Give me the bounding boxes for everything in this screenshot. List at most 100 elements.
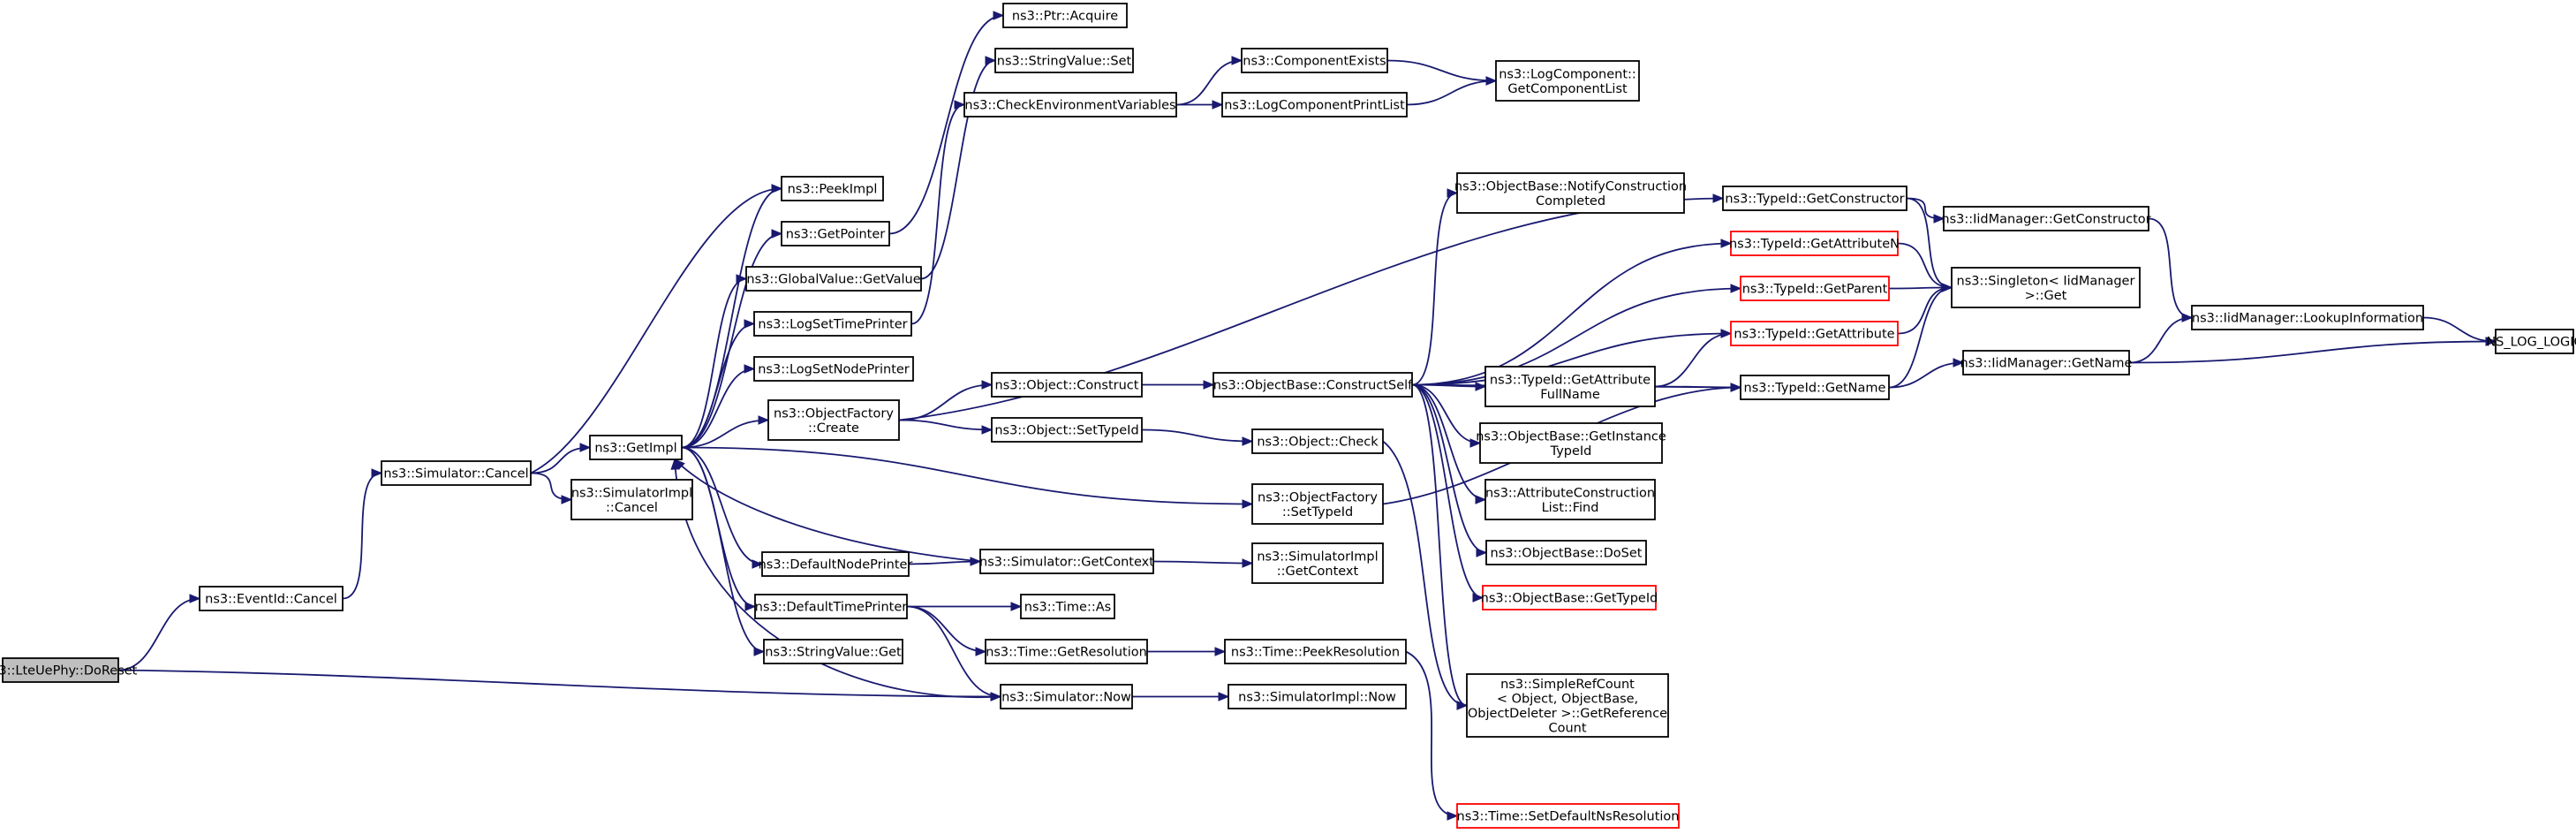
edge-objectbase-constructself-to-objectbase-notifyconstruction — [1411, 188, 1459, 386]
node-ptr-acquire[interactable]: ns3::Ptr::Acquire — [1002, 3, 1128, 28]
node-simulator-getcontext[interactable]: ns3::Simulator::GetContext — [979, 549, 1154, 574]
node-box — [994, 48, 1134, 73]
node-getimpl[interactable]: ns3::GetImpl — [589, 435, 683, 460]
edge-objectfactory-create-to-object-settypeid — [898, 419, 993, 435]
node-box — [1221, 92, 1408, 118]
node-getpointer[interactable]: ns3::GetPointer — [781, 221, 890, 246]
node-label: List::Find — [1542, 501, 1599, 515]
node-label: ns3::ObjectBase::GetTypeId — [1481, 592, 1658, 606]
node-simulator-cancel[interactable]: ns3::Simulator::Cancel — [381, 460, 532, 486]
node-iidmanager-lookupinformation[interactable]: ns3::IidManager::LookupInformation — [2191, 305, 2424, 330]
node-eventid-cancel[interactable]: ns3::EventId::Cancel — [199, 586, 344, 611]
node-objectfactory-create[interactable]: ns3::ObjectFactory::Create — [767, 399, 900, 441]
edge-object-construct-to-objectbase-constructself — [1141, 380, 1215, 390]
node-box — [2191, 305, 2424, 330]
node-box — [1212, 372, 1413, 398]
node-objectfactory-settypeid[interactable]: ns3::ObjectFactory::SetTypeId — [1251, 483, 1384, 525]
node-typeid-getconstructor[interactable]: ns3::TypeId::GetConstructor — [1722, 186, 1907, 211]
node-peekimpl[interactable]: ns3::PeekImpl — [781, 176, 884, 201]
node-objectbase-notifyconstruction[interactable]: ns3::ObjectBase::NotifyConstructionCompl… — [1454, 172, 1687, 214]
node-simulatorimpl-cancel[interactable]: ns3::SimulatorImpl::Cancel — [570, 479, 693, 520]
node-box — [1495, 60, 1640, 102]
node-label: ns3::Time::GetResolution — [986, 646, 1147, 660]
node-label: ns3::TypeId::GetAttribute — [1490, 373, 1651, 387]
edge-simulator-getcontext-to-simulatorimpl-getcontext — [1152, 558, 1254, 568]
node-box — [1251, 542, 1384, 584]
node-ns-log-logic[interactable]: NS_LOG_LOGIC — [2486, 329, 2576, 354]
node-checkenv[interactable]: ns3::CheckEnvironmentVariables — [963, 92, 1177, 118]
node-globalvalue-getvalue[interactable]: ns3::GlobalValue::GetValue — [745, 266, 922, 292]
edge-objectbase-constructself-to-objectbase-getinstancetypeid — [1411, 383, 1482, 448]
node-object-construct[interactable]: ns3::Object::Construct — [991, 372, 1143, 398]
node-typeid-getparent[interactable]: ns3::TypeId::GetParent — [1740, 276, 1890, 301]
node-label: ::SetTypeId — [1282, 505, 1353, 519]
node-box — [1740, 375, 1890, 400]
node-time-setdefaultnsresolution[interactable]: ns3::Time::SetDefaultNsResolution — [1456, 803, 1680, 829]
node-box — [763, 639, 903, 664]
node-label: NS_LOG_LOGIC — [2486, 336, 2576, 350]
node-stringvalue-get[interactable]: ns3::StringValue::Get — [763, 639, 903, 664]
edge-getimpl-to-objectfactory-create — [681, 415, 770, 449]
node-logsetnodeprinter[interactable]: ns3::LogSetNodePrinter — [753, 356, 914, 382]
edge-defaultnodeprinter-to-simulator-getcontext — [908, 557, 982, 566]
node-simulatorimpl-now[interactable]: ns3::SimulatorImpl::Now — [1228, 684, 1407, 709]
node-logsettimeprinter[interactable]: ns3::LogSetTimePrinter — [753, 311, 912, 337]
node-defaulttimeprinter[interactable]: ns3::DefaultTimePrinter — [754, 594, 908, 619]
node-defaultnodeprinter[interactable]: ns3::DefaultNodePrinter — [759, 551, 913, 577]
node-stringvalue-set[interactable]: ns3::StringValue::Set — [994, 48, 1134, 73]
node-simulator-now[interactable]: ns3::Simulator::Now — [1000, 684, 1133, 709]
node-singleton-get[interactable]: ns3::Singleton< IidManager >::Get — [1951, 267, 2141, 308]
node-box — [1482, 585, 1657, 610]
node-simplerefcount[interactable]: ns3::SimpleRefCount< Object, ObjectBase,… — [1466, 673, 1669, 738]
node-typeid-getattribute[interactable]: ns3::TypeId::GetAttribute — [1730, 321, 1899, 346]
edge-lteuephy-doreset-to-simulator-now — [117, 669, 1002, 701]
edge-simulator-getcontext-to-getimpl — [674, 459, 981, 563]
node-object-settypeid[interactable]: ns3::Object::SetTypeId — [991, 417, 1143, 443]
node-time-peekresolution[interactable]: ns3::Time::PeekResolution — [1224, 639, 1407, 664]
node-box — [1002, 3, 1128, 28]
node-label: ns3::SimulatorImpl — [571, 486, 692, 500]
edge-defaulttimeprinter-to-time-as — [907, 602, 1023, 611]
edge-eventid-cancel-to-simulator-cancel — [342, 468, 383, 600]
node-objectbase-gettypeid[interactable]: ns3::ObjectBase::GetTypeId — [1481, 585, 1658, 610]
node-logcomponentprintlist[interactable]: ns3::LogComponentPrintList — [1221, 92, 1408, 118]
node-time-as[interactable]: ns3::Time::As — [1020, 594, 1115, 619]
edge-objectbase-constructself-to-objectbase-doset — [1411, 383, 1488, 557]
node-label: TypeId — [1550, 444, 1592, 459]
node-box — [963, 92, 1177, 118]
node-object-check[interactable]: ns3::Object::Check — [1251, 428, 1384, 454]
node-objectbase-doset[interactable]: ns3::ObjectBase::DoSet — [1485, 540, 1647, 565]
node-lteuephy-doreset[interactable]: ns3::LteUePhy::DoReset — [0, 657, 138, 683]
node-label: ns3::ObjectBase::NotifyConstruction — [1454, 179, 1687, 193]
node-box — [767, 399, 900, 441]
edge-checkenv-to-logcomponentprintlist — [1176, 100, 1224, 110]
node-componentexists[interactable]: ns3::ComponentExists — [1241, 48, 1388, 73]
node-label: ns3::SimulatorImpl::Now — [1238, 691, 1396, 705]
node-iidmanager-getname[interactable]: ns3::IidManager::GetName — [1960, 350, 2133, 375]
node-objectbase-constructself[interactable]: ns3::ObjectBase::ConstructSelf — [1212, 372, 1413, 398]
node-typeid-getname[interactable]: ns3::TypeId::GetName — [1740, 375, 1890, 400]
edge-logcomponentprintlist-to-logcomponent-getcomponentlist — [1406, 76, 1498, 106]
node-box — [570, 479, 693, 520]
node-label: ns3::IidManager::GetConstructor — [1941, 213, 2150, 227]
node-iidmanager-getconstructor[interactable]: ns3::IidManager::GetConstructor — [1941, 206, 2151, 231]
node-time-getresolution[interactable]: ns3::Time::GetResolution — [985, 639, 1148, 664]
edge-typeid-getattributefullname-to-typeid-getattribute — [1654, 329, 1733, 388]
node-box — [753, 356, 914, 382]
node-box — [1730, 231, 1899, 256]
node-label: Completed — [1536, 194, 1605, 208]
node-simulatorimpl-getcontext[interactable]: ns3::SimulatorImpl::GetContext — [1251, 542, 1384, 584]
node-label: ns3::ObjectBase::DoSet — [1491, 547, 1643, 561]
node-logcomponent-getcomponentlist[interactable]: ns3::LogComponent::GetComponentList — [1495, 60, 1640, 102]
node-label: ns3::GetImpl — [594, 442, 676, 456]
edge-defaulttimeprinter-to-time-getresolution — [906, 605, 987, 656]
edge-objectbase-constructself-to-objectbase-gettypeid — [1411, 383, 1484, 603]
node-label: ns3::CheckEnvironmentVariables — [964, 99, 1175, 113]
node-box — [199, 586, 344, 611]
node-typeid-getattributen[interactable]: ns3::TypeId::GetAttributeN — [1729, 231, 1900, 256]
node-box — [2495, 329, 2574, 354]
edge-getimpl-to-defaultnodeprinter — [681, 446, 764, 569]
